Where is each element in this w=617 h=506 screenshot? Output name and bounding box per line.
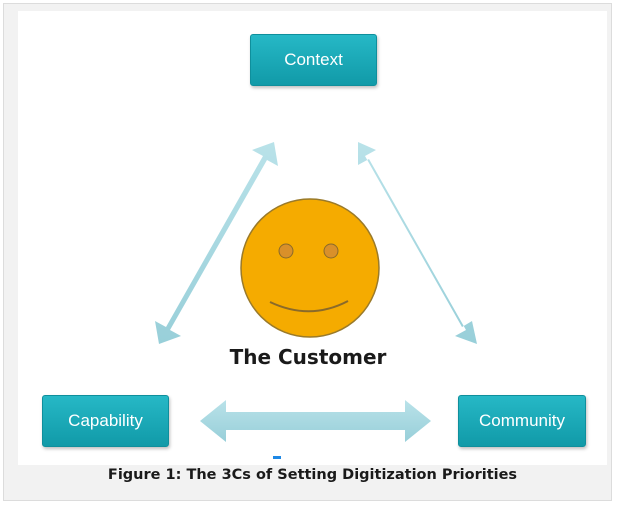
- cursor-marker: [273, 456, 281, 459]
- diagram-graphics: [155, 142, 477, 442]
- node-context: Context: [250, 34, 377, 86]
- center-label: The Customer: [229, 345, 387, 369]
- node-capability-label: Capability: [68, 411, 143, 430]
- figure-frame: Context Capability Community The Custome…: [3, 3, 612, 501]
- arrow-capability-community: [200, 400, 431, 442]
- diagram-canvas: Context Capability Community The Custome…: [18, 11, 607, 465]
- node-community: Community: [458, 395, 586, 447]
- figure-caption: Figure 1: The 3Cs of Setting Digitizatio…: [107, 467, 518, 483]
- arrow-context-capability: [155, 142, 278, 344]
- arrow-context-community: [358, 142, 477, 344]
- node-context-label: Context: [284, 50, 343, 69]
- node-community-label: Community: [479, 411, 565, 430]
- node-capability: Capability: [42, 395, 169, 447]
- customer-smiley-icon: [240, 198, 380, 338]
